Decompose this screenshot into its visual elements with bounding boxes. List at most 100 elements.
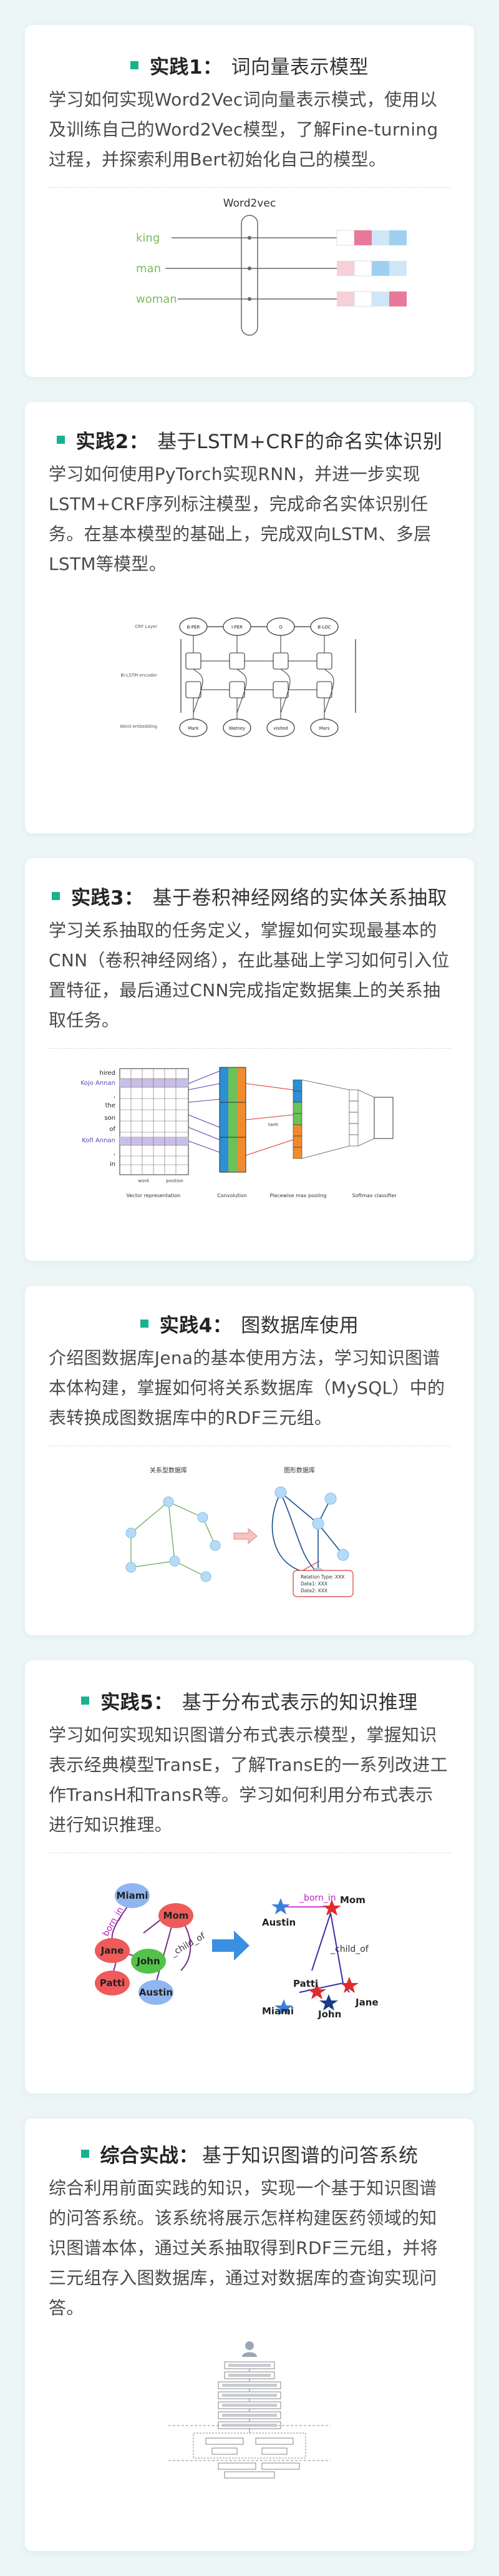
entity-label: Jane: [355, 1997, 379, 2008]
relation-label: _child_of: [330, 1944, 369, 1954]
card-description: 学习如何使用PyTorch实现RNN，并进一步实现LSTM+CRF序列标注模型，…: [49, 464, 432, 574]
card-label: 实践4：: [159, 1314, 233, 1337]
card-practice-1: 实践1： 词向量表示模型 学习如何实现Word2Vec词向量表示模式，使用以及训…: [25, 25, 474, 377]
token-label: ,: [114, 1092, 115, 1099]
card-label: 实践2：: [75, 430, 149, 453]
entity-label: Miami: [262, 2005, 294, 2017]
relation-label: _child_of: [168, 1931, 207, 1959]
card-description: 综合利用前面实践的知识，实现一个基于知识图谱的问答系统。该系统将展示怎样构建医药…: [49, 2178, 438, 2318]
row-label: Bi-LSTM encoder: [120, 673, 157, 678]
bullet-icon: [81, 1696, 90, 1705]
qa-system-diagram: [168, 2341, 331, 2479]
token-label: hired: [99, 1070, 115, 1077]
bullet-icon: [130, 61, 138, 69]
word-label: woman: [136, 293, 177, 306]
card-label: 综合实战：: [100, 2144, 198, 2167]
stage-label: Convolution: [217, 1193, 247, 1198]
token-label: in: [110, 1161, 115, 1168]
graph-db-diagram: 关系型数据库 图形数据库 Relation Ty: [125, 1466, 354, 1597]
word2vec-diagram: Word2vec king man woman: [136, 197, 407, 336]
card-practice-5: 实践5： 基于分布式表示的知识推理 学习如何实现知识图谱分布式表示模型，掌握知识…: [25, 1660, 474, 2094]
entity-label: Mom: [340, 1894, 366, 1906]
card-label: 实践1：: [149, 56, 223, 79]
card-description: 学习如何实现知识图谱分布式表示模型，掌握知识表示经典模型TransE，了解Tra…: [49, 1725, 448, 1835]
entity-label: Patti: [293, 1978, 318, 1989]
info-line: Data2: XXX: [301, 1588, 327, 1594]
card-subtitle: 基于知识图谱的问答系统: [202, 2144, 419, 2167]
stage-label: Softmax classifier: [352, 1193, 397, 1198]
card-title: 综合实战： 基于知识图谱的问答系统: [49, 2141, 450, 2167]
card-title: 实践4： 图数据库使用: [49, 1311, 450, 1337]
arrow-label: tanh: [268, 1122, 278, 1127]
card-label: 实践3：: [70, 886, 144, 909]
word-label: visited: [273, 726, 288, 731]
card-description: 学习如何实现Word2Vec词向量表示模式，使用以及训练自己的Word2Vec模…: [49, 89, 438, 170]
entity-label: Austin: [139, 1987, 173, 1998]
token-label: the: [105, 1102, 115, 1109]
stage-label: Vector representation: [127, 1193, 181, 1198]
row-label: Word embedding: [120, 724, 157, 729]
entity-label: Mom: [163, 1910, 189, 1921]
card-title: 实践5： 基于分布式表示的知识推理: [49, 1688, 450, 1714]
token-label: of: [109, 1126, 115, 1133]
row-man: man: [136, 260, 407, 277]
card-practice-3: 实践3： 基于卷积神经网络的实体关系抽取 学习关系抽取的任务定义，掌握如何实现最…: [25, 858, 474, 1261]
relation-label: _born_in: [299, 1893, 336, 1903]
row-label: CRF Layer: [135, 624, 157, 629]
token-label: Kofi Annan: [82, 1137, 115, 1144]
word-label: man: [136, 262, 161, 275]
col-label: position: [166, 1178, 183, 1183]
card-label: 实践5：: [100, 1691, 173, 1714]
row-king: king: [136, 230, 407, 246]
card-description: 学习关系抽取的任务定义，掌握如何实现最基本的CNN（卷积神经网络），在此基础上学…: [49, 920, 450, 1031]
divider: [49, 187, 450, 188]
entity-label: Patti: [100, 1977, 125, 1989]
tag-label: B-PER: [187, 625, 200, 630]
card-subtitle: 词向量表示模型: [231, 56, 369, 79]
info-line: Data1: XXX: [301, 1581, 327, 1587]
embedding-layer: [241, 215, 258, 336]
card-description: 介绍图数据库Jena的基本使用方法，学习知识图谱本体构建，掌握如何将关系数据库（…: [49, 1348, 445, 1428]
word-label: Mars: [319, 726, 330, 731]
tag-label: O: [279, 625, 283, 630]
cnn-relation-diagram: hired Kojo Annan , the son of Kofi Annan…: [81, 1067, 397, 1198]
word-label: king: [136, 232, 160, 245]
card-practice-2: 实践2： 基于LSTM+CRF的命名实体识别 学习如何使用PyTorch实现RN…: [25, 402, 474, 833]
right-title: 图形数据库: [284, 1466, 315, 1474]
transform-arrow: [212, 1931, 250, 1961]
lstm-crf-diagram: CRF Layer Bi-LSTM encoder Word embedding…: [120, 617, 356, 737]
entity-label: John: [317, 2009, 341, 2020]
row-woman: woman: [136, 291, 407, 307]
card-subtitle: 图数据库使用: [241, 1314, 359, 1337]
bullet-icon: [80, 2149, 89, 2158]
entity-label: Miami: [117, 1890, 148, 1901]
card-subtitle: 基于卷积神经网络的实体关系抽取: [152, 886, 448, 909]
card-title: 实践2： 基于LSTM+CRF的命名实体识别: [49, 427, 450, 453]
col-label: word: [138, 1178, 148, 1183]
tag-label: I-PER: [231, 625, 243, 630]
card-subtitle: 基于LSTM+CRF的命名实体识别: [157, 430, 443, 453]
tag-label: B-LOC: [317, 625, 331, 630]
bullet-icon: [140, 1319, 148, 1328]
entity-label: Jane: [100, 1945, 124, 1956]
entity-label: John: [136, 1956, 160, 1967]
entity-label: Austin: [262, 1917, 296, 1928]
left-title: 关系型数据库: [150, 1466, 187, 1474]
card-comprehensive: 综合实战： 基于知识图谱的问答系统 综合利用前面实践的知识，实现一个基于知识图谱…: [25, 2118, 474, 2551]
card-practice-4: 实践4： 图数据库使用 介绍图数据库Jena的基本使用方法，学习知识图谱本体构建…: [25, 1286, 474, 1635]
card-title: 实践3： 基于卷积神经网络的实体关系抽取: [49, 883, 450, 909]
knowledge-reasoning-diagram: _born_in _child_of Miami Mom Jane John P…: [95, 1883, 379, 2020]
token-label: ,: [114, 1150, 115, 1157]
token-label: Kojo Annan: [81, 1080, 115, 1087]
stage-label: Piecewise max pooling: [270, 1193, 327, 1198]
info-line: Relation Type: XXX: [301, 1574, 344, 1580]
token-label: son: [104, 1115, 115, 1122]
word-label: Watney: [229, 726, 245, 731]
bullet-icon: [56, 435, 65, 444]
card-title: 实践1： 词向量表示模型: [49, 52, 450, 79]
diagram-title: Word2vec: [223, 197, 276, 210]
divider: [49, 1048, 450, 1049]
card-subtitle: 基于分布式表示的知识推理: [182, 1691, 418, 1714]
user-icon: [242, 2341, 257, 2357]
word-label: Mark: [188, 726, 199, 731]
